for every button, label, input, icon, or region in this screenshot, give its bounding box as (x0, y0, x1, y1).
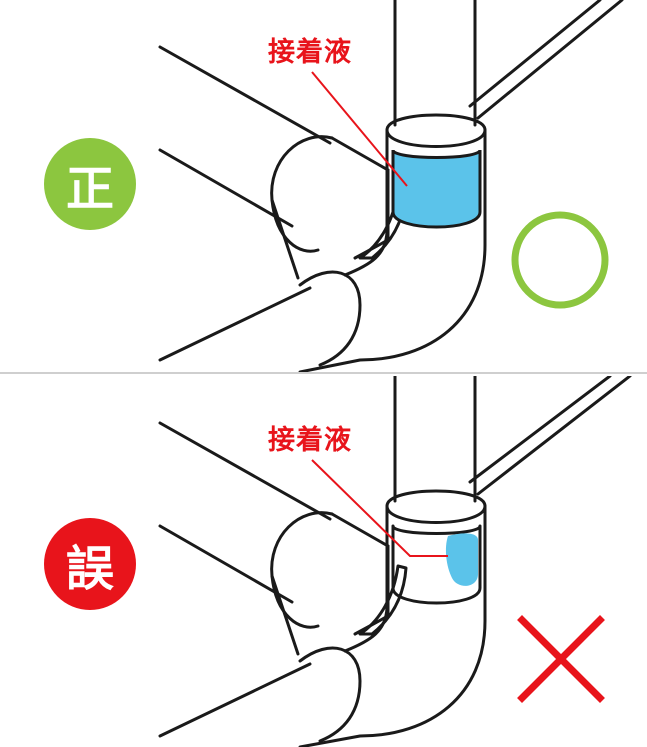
wrong-badge: 誤 (44, 518, 136, 610)
brace-pipe-bottom (476, 0, 624, 120)
back-socket-side (270, 574, 300, 656)
front-pipe-top-line (158, 286, 312, 362)
label-leader-line (311, 71, 408, 187)
back-pipe-top-line (158, 45, 332, 145)
back-pipe-bottom-line (158, 148, 294, 228)
cross-mark (517, 615, 605, 703)
brace-pipe-bottom (476, 376, 632, 496)
brace-pipe-top (468, 376, 612, 484)
socket-rim (385, 113, 487, 148)
correct-badge: 正 (44, 138, 136, 230)
socket-rim (385, 489, 487, 524)
circle-mark (511, 211, 609, 309)
label-leader-line (311, 459, 448, 557)
back-socket-face (270, 135, 334, 253)
elbow-inner-edge (343, 504, 389, 653)
panel-correct: 正 接着液 (0, 0, 647, 372)
back-socket-side (270, 198, 300, 280)
panel-divider (0, 372, 647, 374)
back-socket-face (270, 511, 334, 629)
front-socket-rim (298, 270, 362, 367)
pipe-elbow-diagram-wrong (158, 376, 632, 747)
back-socket-top (330, 512, 390, 548)
socket-band-outline (391, 524, 482, 605)
pipe-elbow-diagram-correct (158, 0, 624, 372)
socket-slit (358, 564, 408, 636)
glue-label: 接着液 (268, 425, 352, 456)
panel-wrong: 誤 接着液 (0, 376, 647, 747)
elbow-outer-edge (298, 504, 487, 747)
front-pipe-top-line (158, 662, 312, 738)
back-pipe-bottom-line (158, 524, 294, 604)
back-pipe-top-line (158, 421, 332, 521)
back-socket-top (330, 136, 390, 172)
glue-patch-partial (445, 533, 478, 586)
glue-label: 接着液 (268, 37, 352, 68)
front-socket-rim (298, 646, 362, 743)
elbow-inner-edge (343, 128, 389, 277)
elbow-outer-edge (298, 128, 487, 372)
brace-pipe-top (468, 0, 602, 108)
glue-band-full (391, 148, 482, 229)
